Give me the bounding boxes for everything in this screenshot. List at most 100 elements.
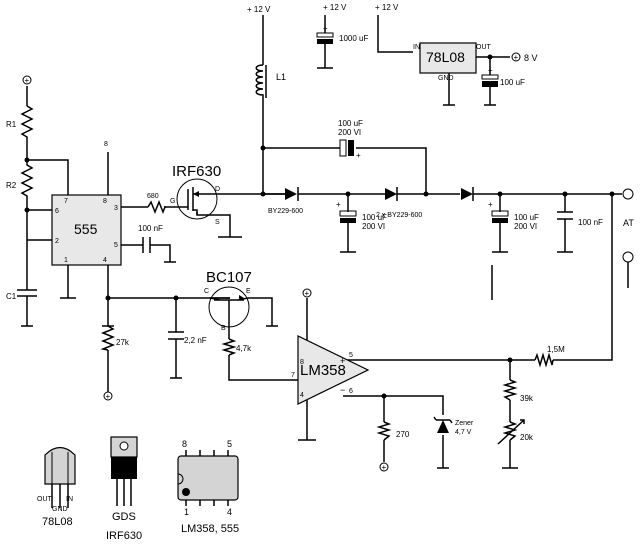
terminal-plus: + xyxy=(106,392,111,401)
capacitor-label: C1 xyxy=(6,292,17,301)
capacitor-label: 2,2 nF xyxy=(184,336,207,345)
svg-text:8: 8 xyxy=(182,439,187,449)
resistor-label: 270 xyxy=(396,430,410,439)
resistor-label: 20k xyxy=(520,433,534,442)
timer-555-body xyxy=(51,194,122,266)
regulator-78l08: 78L08 IN OUT GND 1000 uF 100 uF xyxy=(339,34,525,87)
svg-text:1: 1 xyxy=(64,257,68,264)
regulator-name: 78L08 xyxy=(426,49,465,65)
svg-text:C: C xyxy=(204,288,209,295)
resistor-r2 xyxy=(20,160,34,198)
regulator-body xyxy=(419,42,477,74)
supply-label: + 12 V xyxy=(375,3,399,12)
package-pins: GDS xyxy=(112,511,136,523)
svg-text:GND: GND xyxy=(438,75,454,82)
resistors xyxy=(20,105,554,445)
transistor-name: BC107 xyxy=(206,269,252,286)
supply-labels: + 12 V + 12 V + 12 V xyxy=(247,3,399,14)
capacitor-100nf xyxy=(557,211,573,233)
capacitor-series xyxy=(339,139,347,157)
capacitor-2n2 xyxy=(168,331,184,348)
svg-text:E: E xyxy=(246,288,251,295)
svg-text:5: 5 xyxy=(114,242,118,249)
terminal-icons: + + + + + 8 V AT xyxy=(22,52,634,472)
capacitor-mult1 xyxy=(339,210,357,217)
zener-diode xyxy=(437,420,449,433)
mosfet-name: IRF630 xyxy=(172,163,221,180)
resistor-label: 1,5M xyxy=(547,345,565,354)
capacitor-polarity: + xyxy=(356,151,361,160)
resistor-4k7 xyxy=(221,338,237,356)
ground-icons xyxy=(21,67,573,469)
package-label: 78L08 xyxy=(42,516,73,528)
capacitor-polarity: + xyxy=(336,200,341,209)
resistor-label: 39k xyxy=(520,394,534,403)
svg-text:GND: GND xyxy=(52,506,68,513)
resistor-680 xyxy=(147,199,167,215)
resistor-270 xyxy=(376,421,392,441)
capacitors: + + + + + xyxy=(17,24,573,348)
package-label: LM358, 555 xyxy=(181,523,239,535)
svg-text:OUT: OUT xyxy=(476,44,492,51)
capacitor-polarity: + xyxy=(488,200,493,209)
svg-text:6: 6 xyxy=(55,208,59,215)
capacitor-polarity: + xyxy=(323,24,328,33)
svg-text:S: S xyxy=(215,219,220,226)
svg-text:IN: IN xyxy=(413,44,420,51)
package-to220: GDS IRF630 xyxy=(106,436,142,542)
resistor-label: 27k xyxy=(116,338,130,347)
svg-text:7: 7 xyxy=(291,372,295,379)
svg-text:4: 4 xyxy=(300,392,304,399)
resistor-label: 4,7k xyxy=(236,344,252,353)
transistor-bc107: BC107 C E B 4,7k 2,2 nF 27k xyxy=(116,269,252,353)
resistor-39k xyxy=(502,379,518,401)
resistor-27k xyxy=(100,325,116,351)
terminal-plus: + xyxy=(25,76,30,85)
svg-text:8: 8 xyxy=(104,141,108,148)
inductor-l1: L1 xyxy=(255,64,286,98)
junctions xyxy=(24,54,615,399)
diode-label: BY229-600 xyxy=(268,208,303,215)
opamp-name: LM358 xyxy=(300,362,346,379)
svg-text:4: 4 xyxy=(103,257,107,264)
svg-text:8: 8 xyxy=(300,359,304,366)
terminal-plus: + xyxy=(514,53,519,62)
resistor-label: R2 xyxy=(6,181,17,190)
terminal-plus: + xyxy=(305,289,310,298)
supply-label: + 12 V xyxy=(323,3,347,12)
capacitor-1000uf xyxy=(316,32,334,38)
svg-text:IN: IN xyxy=(66,496,73,503)
svg-text:5: 5 xyxy=(227,439,232,449)
capacitor-mult2 xyxy=(491,210,509,217)
diode-by229-1 xyxy=(285,188,297,200)
svg-text:−: − xyxy=(340,385,345,395)
svg-text:4: 4 xyxy=(227,507,232,517)
svg-text:G: G xyxy=(170,198,175,205)
svg-text:OUT: OUT xyxy=(37,496,53,503)
package-label: IRF630 xyxy=(106,530,142,542)
supply-label: + 12 V xyxy=(247,5,271,14)
capacitor-polarity: + xyxy=(488,66,493,75)
capacitor-c1 xyxy=(17,289,37,297)
timer-555: 555 7 8 6 2 3 5 1 4 8 R1 R2 C1 100 nF xyxy=(6,120,163,301)
output-voltage-label: 8 V xyxy=(524,53,538,63)
opamp-lm358: LM358 + − 8 4 5 6 7 1,5M 39k 20k 270 Zen… xyxy=(291,335,565,442)
package-dip8: 8 5 1 4 LM358, 555 xyxy=(177,439,239,535)
svg-text:D: D xyxy=(215,186,220,193)
terminal-plus: + xyxy=(382,463,387,472)
capacitor-label: 100 uF xyxy=(500,78,525,87)
resistor-1m5 xyxy=(534,352,554,368)
svg-text:1: 1 xyxy=(184,507,189,517)
diode-by229-3 xyxy=(461,188,473,200)
capacitor-label: 100 nF xyxy=(138,224,163,233)
diode-by229-2 xyxy=(385,188,397,200)
resistor-label: R1 xyxy=(6,120,17,129)
capacitor-label: 100 nF xyxy=(578,218,603,227)
svg-text:7: 7 xyxy=(64,198,68,205)
